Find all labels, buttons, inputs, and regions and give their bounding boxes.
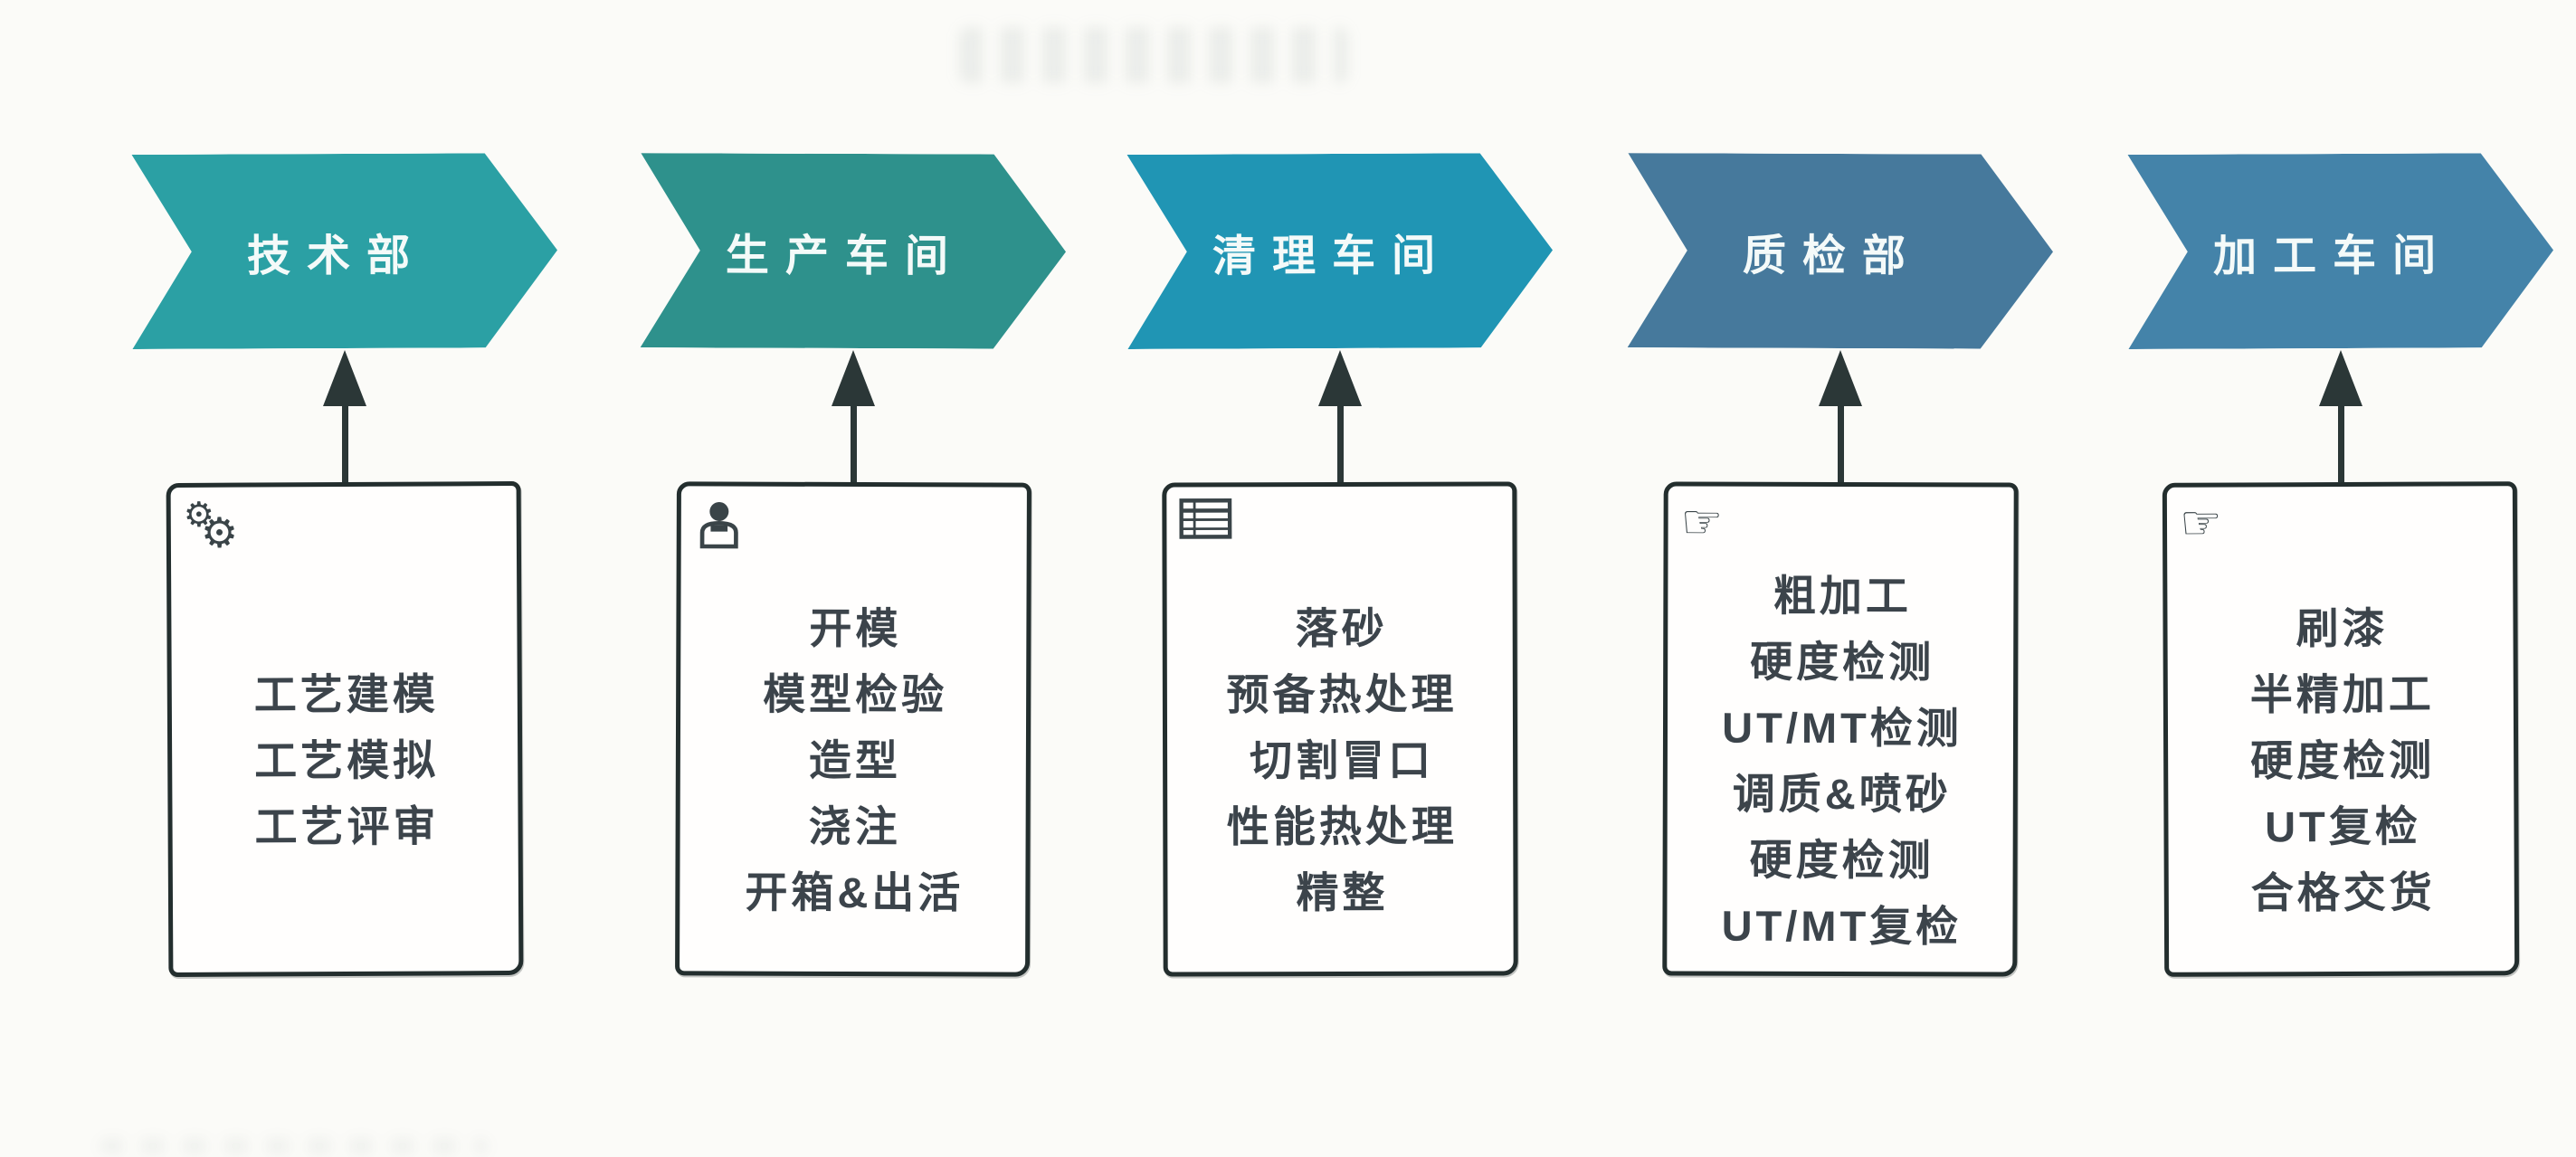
task-item: 性能热处理 [1226,801,1458,850]
up-arrow [1813,348,1868,482]
stage-banner-label: 清理车间 [1212,231,1452,281]
stage-production-workshop: 生产车间 开模模型检验造型浇注开箱&出活 [641,153,1067,977]
task-item: UT/MT复检 [1721,901,1963,951]
task-card: ⚙⚙ 工艺建模工艺模拟工艺评审 [166,480,524,978]
task-item: 切割冒口 [1250,735,1435,784]
task-item: 调质&喷砂 [1732,769,1952,819]
stage-cleaning-workshop: 清理车间 落砂预备热处理切割冒口性能热处理精整 [1127,153,1554,977]
stage-banner-chevron: 技术部 [132,153,558,349]
up-arrow [1313,348,1367,482]
pointing-hand-icon: ☞ [1680,496,1724,549]
task-item: 浇注 [808,801,901,850]
task-item: 工艺建模 [253,669,439,719]
stage-technical-dept: 技术部 ⚙⚙ 工艺建模工艺模拟工艺评审 [132,153,558,978]
task-item: 开箱&出活 [745,868,965,916]
task-card: 开模模型检验造型浇注开箱&出活 [675,481,1031,977]
gears-icon: ⚙⚙ [183,496,239,556]
task-list: 工艺建模工艺模拟工艺评审 [184,562,509,958]
up-arrow [2314,348,2368,482]
task-item: 造型 [808,735,901,784]
task-item: 精整 [1296,868,1389,916]
worker-icon [694,497,1018,563]
task-item: 工艺评审 [254,801,440,851]
stage-banner-label: 技术部 [246,232,427,280]
task-item: 预备热处理 [1226,669,1458,718]
arrow-shaft [2337,406,2344,482]
arrow-head-icon [2319,350,2362,406]
stage-machining-workshop: 加工车间 ☞ 刷漆半精加工硬度检测 UT复检合格交货 [2128,153,2554,977]
task-item: UT/MT检测 [1722,703,1963,753]
stage-banner-chevron: 质检部 [1628,153,2054,349]
task-item: 模型检验 [763,669,948,718]
pointing-hand-icon: ☞ [2179,497,2222,550]
task-item: 落砂 [1295,603,1388,652]
arrow-head-icon [1819,350,1862,406]
up-arrow [826,348,880,482]
stage-banner-label: 生产车间 [725,232,965,280]
task-item: 工艺模拟 [254,735,440,785]
task-item: 半精加工 [2249,669,2435,718]
task-list: 开模模型检验造型浇注开箱&出活 [692,562,1018,957]
task-card: ☞ 刷漆半精加工硬度检测 UT复检合格交货 [2162,481,2520,977]
stage-banner-chevron: 清理车间 [1127,153,1554,349]
task-item: 硬度检测 [1750,637,1935,687]
task-list: 刷漆半精加工硬度检测 UT复检合格交货 [2180,562,2505,958]
arrow-head-icon [323,350,366,406]
task-item: 硬度检测 [2250,735,2436,784]
task-item: 开模 [809,603,902,652]
spec-table-icon [1179,498,1503,564]
arrow-head-icon [832,350,875,406]
stage-banner-label: 质检部 [1742,232,1923,280]
task-item: 刷漆 [2296,603,2389,652]
stage-banner-chevron: 生产车间 [641,153,1067,349]
arrow-shaft [341,406,348,482]
task-item: 合格交货 [2250,868,2436,916]
task-card: 落砂预备热处理切割冒口性能热处理精整 [1162,481,1518,977]
task-item: 粗加工 [1773,571,1912,621]
arrow-shaft [1837,406,1844,482]
arrow-shaft [850,406,857,482]
stage-banner-chevron: 加工车间 [2128,153,2554,349]
task-item: 硬度检测 [1749,835,1934,885]
arrow-shaft [1336,406,1344,482]
task-item: UT复检 [2265,801,2421,850]
task-list: 落砂预备热处理切割冒口性能热处理精整 [1180,563,1505,958]
arrow-head-icon [1318,350,1362,406]
stage-banner-label: 加工车间 [2212,231,2453,281]
up-arrow [318,348,372,482]
